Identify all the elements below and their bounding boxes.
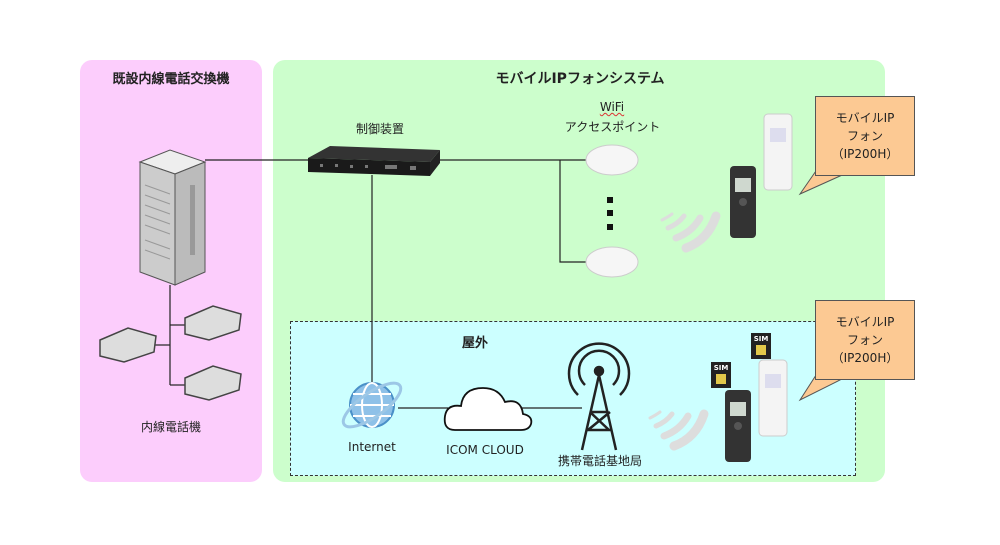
ap-branch-line bbox=[559, 160, 600, 263]
sim-label: SIM bbox=[713, 364, 729, 372]
access-point-label: アクセスポイント bbox=[564, 120, 661, 134]
phone-callout-bottom: モバイルIP フォン （IP200H） bbox=[815, 300, 915, 380]
wifi-access-point-icon bbox=[585, 144, 639, 278]
pbx-server-icon bbox=[138, 149, 207, 286]
wifi-label: WiFi bbox=[599, 100, 625, 114]
extension-phone-label: 内線電話機 bbox=[140, 420, 201, 434]
phone-callout-top: モバイルIP フォン （IP200H） bbox=[815, 96, 915, 176]
mobile-ip-phone-black-icon bbox=[730, 166, 756, 238]
outdoor-title: 屋外 bbox=[461, 336, 488, 351]
mobile-ip-phone-white-icon bbox=[763, 113, 793, 191]
internet-globe-icon bbox=[341, 381, 403, 429]
controller-device-icon bbox=[308, 146, 440, 176]
cell-tower-icon bbox=[567, 342, 631, 451]
ellipsis-dots bbox=[607, 197, 613, 230]
base-station-label: 携帯電話基地局 bbox=[557, 454, 642, 468]
sim-card-icon bbox=[711, 333, 771, 388]
callout-line: モバイルIP bbox=[835, 111, 895, 125]
desk-phone-icon bbox=[99, 305, 242, 401]
callout-line: （IP200H） bbox=[831, 147, 899, 161]
callout-line: フォン bbox=[846, 333, 883, 347]
mobile-ip-phone-white-icon bbox=[758, 359, 788, 437]
pbx-title: 既設内線電話交換機 bbox=[112, 72, 230, 87]
controller-label: 制御装置 bbox=[355, 122, 404, 136]
callout-line: モバイルIP bbox=[835, 315, 895, 329]
cloud-icon bbox=[443, 387, 533, 431]
cloud-label: ICOM CLOUD bbox=[446, 443, 524, 457]
mobile-ip-phone-black-icon bbox=[725, 390, 751, 462]
sim-label: SIM bbox=[753, 335, 769, 343]
callout-line: フォン bbox=[846, 129, 883, 143]
radio-waves-icon bbox=[648, 211, 721, 451]
internet-label: Internet bbox=[348, 440, 396, 454]
mobile-system-title: モバイルIPフォンシステム bbox=[495, 71, 665, 87]
callout-line: （IP200H） bbox=[831, 351, 899, 365]
